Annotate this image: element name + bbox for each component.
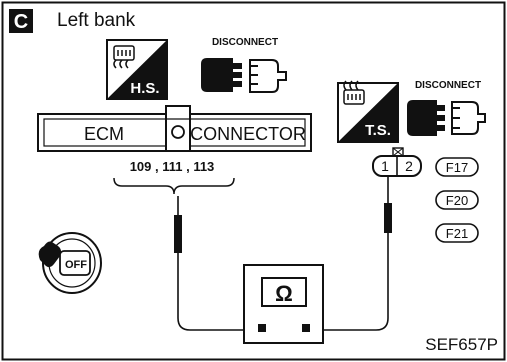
connector-code-f17: F17 [435, 157, 479, 177]
right-probe-lead [312, 176, 392, 331]
connector-label: CONNECTOR [190, 124, 306, 144]
harness-side-connector-icon: H.S. [106, 39, 168, 100]
disconnect-plug-icon [407, 100, 486, 136]
bank-header: C Left bank [9, 9, 136, 33]
figure-id: SEF657P [425, 335, 498, 354]
left-probe-lead [174, 196, 262, 331]
ecm-pin-numbers: 109 , 111 , 113 [130, 159, 215, 174]
section-letter: C [14, 11, 28, 33]
sensor-connector-2pin: 1 2 [372, 147, 422, 177]
sensor-disconnect-label: DISCONNECT [415, 80, 481, 91]
ecm-label: ECM [84, 124, 124, 144]
ohmmeter-icon: Ω [243, 264, 324, 344]
connector-code-f20: F20 [435, 190, 479, 210]
sensor-pin-1: 1 [381, 158, 389, 174]
terminal-side-connector-icon: T.S. [337, 80, 399, 143]
disconnect-plug-icon [201, 58, 287, 93]
connector-code-f21-text: F21 [446, 226, 468, 241]
sensor-pin-2: 2 [405, 158, 413, 174]
connector-code-f20-text: F20 [446, 193, 468, 208]
ohm-symbol: Ω [275, 281, 293, 306]
harness-side-badge: H.S. [130, 80, 159, 97]
ecm-disconnect-label: DISCONNECT [212, 37, 278, 48]
meter-terminal-left [258, 324, 266, 332]
connector-code-f21: F21 [435, 223, 479, 243]
connector-code-f17-text: F17 [446, 160, 468, 175]
bank-title: Left bank [57, 10, 136, 31]
terminal-side-badge: T.S. [365, 122, 391, 139]
section-letter-box [9, 9, 33, 33]
ignition-off-label: OFF [65, 259, 87, 271]
ignition-key-icon: OFF [38, 232, 102, 294]
ecm-connector-block: ECM CONNECTOR [37, 105, 312, 152]
pin-group-brace [113, 177, 235, 195]
connector-lock-tab [171, 125, 185, 139]
meter-terminal-right [302, 324, 310, 332]
